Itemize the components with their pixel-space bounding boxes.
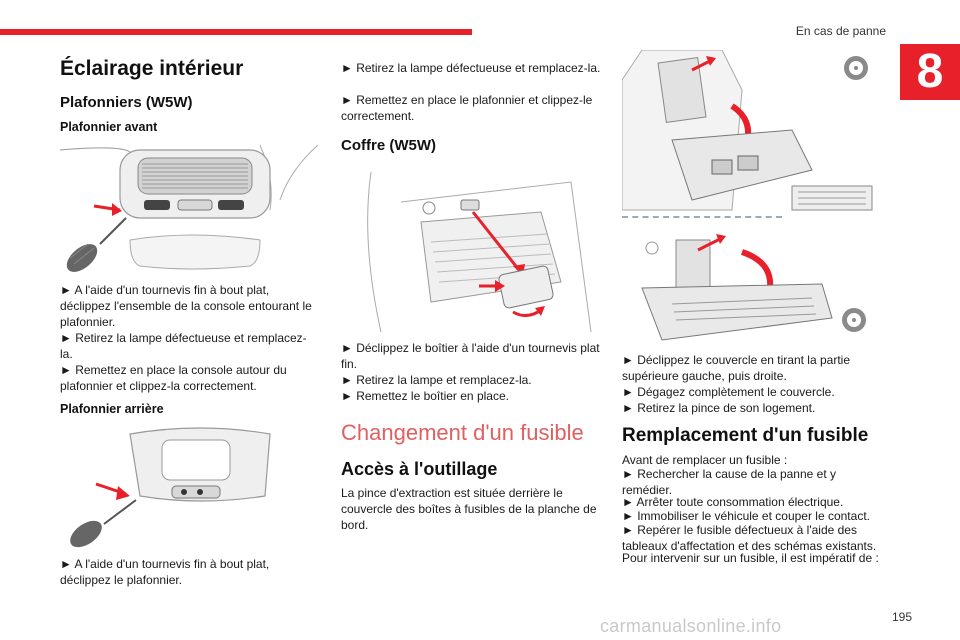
rear-step-3: ► Remettez en place le plafonnier et cli… <box>341 93 593 123</box>
tools-text: La pince d'extraction est située derrièr… <box>341 486 597 532</box>
front-light-illustration <box>60 140 318 274</box>
heading-replace-fuse: Remplacement d'un fusible <box>622 425 869 446</box>
front-step-2: ► Retirez la lampe défectueuse et rempla… <box>60 331 307 361</box>
chapter-badge: 8 <box>900 44 960 100</box>
heading-tools-access: Accès à l'outillage <box>341 459 498 479</box>
cover-step-3: ► Retirez la pince de son logement. <box>622 401 816 415</box>
trunk-step-1: ► Déclippez le boîtier à l'aide d'un tou… <box>341 341 600 371</box>
section-title: En cas de panne <box>795 24 886 38</box>
heading-rear-light: Plafonnier arrière <box>60 402 164 416</box>
replace-step-3: ► Immobiliser le véhicule et couper le c… <box>622 509 870 523</box>
page-title: Éclairage intérieur <box>60 57 244 80</box>
watermark: carmanualsonline.info <box>600 616 782 636</box>
heading-trunk: Coffre (W5W) <box>341 137 436 154</box>
rear-light-illustration <box>60 424 318 548</box>
front-step-3: ► Remettez en place la console autour du… <box>60 363 287 393</box>
rear-step-1: ► A l'aide d'un tournevis fin à bout pla… <box>60 557 270 587</box>
fuse-section-title: Changement d'un fusible <box>341 420 584 445</box>
header-accent-bar <box>0 29 472 35</box>
cover-step-2: ► Dégagez complètement le couvercle. <box>622 385 835 399</box>
fuse-box-illustration-top <box>622 50 884 218</box>
replace-step-4: ► Repérer le fusible défectueux à l'aide… <box>622 523 877 553</box>
page-number: 195 <box>892 610 913 624</box>
fuse-box-illustration-bottom <box>622 228 884 346</box>
front-step-1: ► A l'aide d'un tournevis fin à bout pla… <box>60 283 312 329</box>
replace-step-2: ► Arrêter toute consommation électrique. <box>622 495 844 509</box>
trunk-step-2: ► Retirez la lampe et remplacez-la. <box>341 373 532 387</box>
heading-front-light: Plafonnier avant <box>60 120 158 134</box>
trunk-step-3: ► Remettez le boîtier en place. <box>341 389 509 403</box>
cover-step-1: ► Déclippez le couvercle en tirant la pa… <box>622 353 850 383</box>
replace-step-1: ► Rechercher la cause de la panne et y r… <box>622 467 837 497</box>
trunk-illustration <box>341 162 603 334</box>
subtitle-plafonniers: Plafonniers (W5W) <box>60 94 193 111</box>
replace-outro: Pour intervenir sur un fusible, il est i… <box>622 551 879 565</box>
illustration-divider <box>622 216 782 218</box>
replace-intro: Avant de remplacer un fusible : <box>622 453 788 467</box>
rear-step-2: ► Retirez la lampe défectueuse et rempla… <box>341 61 601 75</box>
